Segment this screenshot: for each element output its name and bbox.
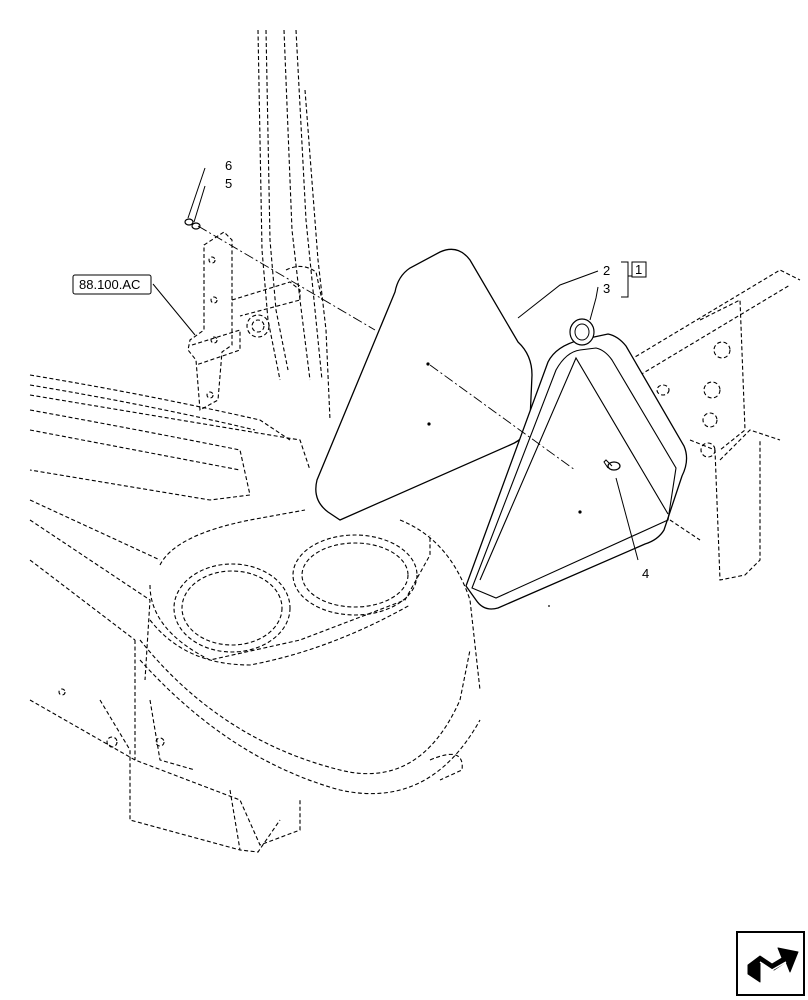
leader-lines xyxy=(152,167,639,561)
mounting-bracket xyxy=(187,231,301,411)
callout-4: 4 xyxy=(642,566,649,581)
reflector-disc xyxy=(569,318,595,346)
sign-plate xyxy=(315,248,533,521)
hood-body xyxy=(29,374,463,853)
callout-2: 2 xyxy=(603,263,610,278)
group-callout-box: 1 xyxy=(631,261,647,278)
assembly-lines xyxy=(197,225,576,471)
right-frame xyxy=(629,269,801,581)
cab-pillar xyxy=(257,29,331,421)
callout-6: 6 xyxy=(225,158,232,173)
screw xyxy=(603,459,621,471)
callout-5: 5 xyxy=(225,176,232,191)
callout-1: 1 xyxy=(635,262,642,277)
headlamp-housing xyxy=(139,509,481,795)
callout-3: 3 xyxy=(603,281,610,296)
reference-text[interactable]: 88.100.AC xyxy=(79,277,140,292)
smv-emblem xyxy=(465,318,688,610)
next-page-arrow-icon[interactable] xyxy=(736,931,805,996)
reference-label[interactable]: 88.100.AC xyxy=(72,274,152,295)
nut-and-washer xyxy=(184,218,201,230)
